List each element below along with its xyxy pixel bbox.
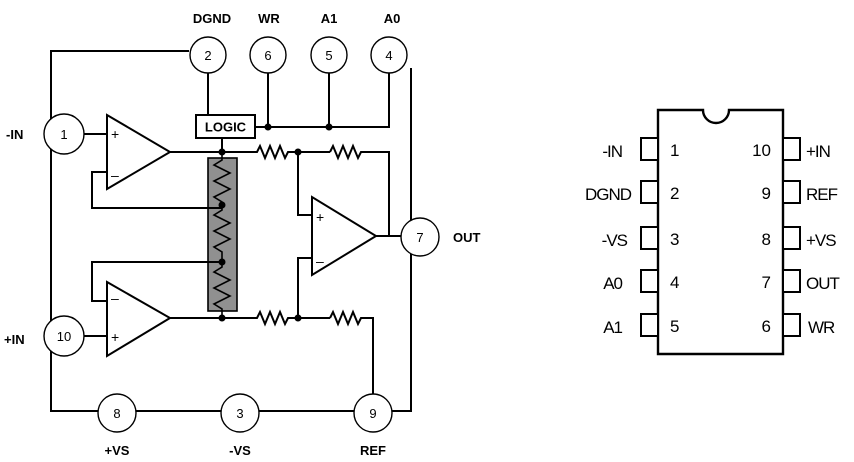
functional-block-diagram: LOGIC + –: [4, 11, 481, 458]
svg-text:3: 3: [236, 406, 243, 421]
resistor-bottom-2: [329, 309, 374, 394]
svg-text:OUT: OUT: [806, 274, 840, 293]
svg-text:4: 4: [670, 273, 679, 292]
svg-text:1: 1: [670, 141, 679, 160]
pin-2: 2 DGND: [189, 11, 231, 74]
junction-dot: [264, 123, 272, 131]
gain-resistor-ladder: [207, 148, 238, 322]
svg-text:A1: A1: [603, 318, 622, 337]
package-pin-4: 4 A0: [603, 269, 679, 293]
svg-text:9: 9: [369, 406, 376, 421]
svg-text:-IN: -IN: [6, 127, 23, 142]
svg-text:WR: WR: [258, 11, 280, 26]
package-pinout: 1 -IN 2 DGND 3 -VS 4 A0 5 A1 10 +IN: [585, 108, 841, 356]
svg-text:A0: A0: [384, 11, 401, 26]
package-pin-6: 6 WR: [762, 313, 836, 337]
logic-block: LOGIC: [195, 114, 256, 139]
junction-dot: [325, 123, 333, 131]
pin-7: 7 OUT: [400, 217, 481, 257]
resistor-top-1: [222, 143, 330, 161]
svg-text:+VS: +VS: [806, 231, 836, 250]
pin-4: 4 A0: [370, 11, 408, 74]
package-pin-7: 7 OUT: [762, 269, 841, 293]
svg-text:+VS: +VS: [105, 443, 130, 458]
svg-text:4: 4: [385, 48, 392, 63]
package-body: [656, 108, 785, 356]
svg-text:-IN: -IN: [602, 142, 622, 161]
svg-text:7: 7: [416, 230, 423, 245]
input-amp-bottom: – +: [106, 280, 172, 358]
pin-10: 10 +IN: [4, 315, 85, 357]
svg-text:2: 2: [670, 184, 679, 203]
svg-text:-VS: -VS: [229, 443, 251, 458]
pin-8: 8 +VS: [97, 393, 137, 458]
svg-text:9: 9: [762, 184, 771, 203]
pin-5: 5 A1: [310, 11, 348, 74]
svg-text:REF: REF: [806, 185, 838, 204]
svg-text:6: 6: [762, 317, 771, 336]
logic-label: LOGIC: [205, 120, 247, 135]
svg-text:+IN: +IN: [806, 142, 830, 161]
svg-text:+: +: [111, 329, 119, 345]
svg-text:5: 5: [670, 317, 679, 336]
svg-text:DGND: DGND: [585, 185, 632, 204]
logic-bus: [255, 73, 390, 128]
svg-text:–: –: [111, 167, 119, 183]
pin-6: 6 WR: [249, 11, 287, 74]
difference-amp: + –: [311, 195, 378, 277]
svg-text:1: 1: [60, 127, 67, 142]
svg-text:8: 8: [113, 406, 120, 421]
input-amp-top: + –: [106, 113, 172, 191]
svg-text:WR: WR: [808, 318, 835, 337]
svg-text:10: 10: [57, 329, 71, 344]
svg-text:-VS: -VS: [602, 231, 628, 250]
svg-text:5: 5: [325, 48, 332, 63]
svg-text:7: 7: [762, 273, 771, 292]
package-pin-9: 9 REF: [762, 180, 839, 204]
package-pin-8: 8 +VS: [762, 226, 837, 250]
chip-boundary: [50, 50, 412, 412]
pin-3: 3 -VS: [220, 393, 260, 458]
svg-text:2: 2: [204, 48, 211, 63]
svg-text:8: 8: [762, 230, 771, 249]
package-pin-5: 5 A1: [603, 313, 679, 337]
svg-text:6: 6: [264, 48, 271, 63]
svg-text:–: –: [111, 290, 119, 306]
package-pin-3: 3 -VS: [602, 226, 679, 250]
resistor-top-2: [329, 143, 390, 236]
svg-text:A1: A1: [321, 11, 338, 26]
package-pin-2: 2 DGND: [585, 180, 679, 204]
svg-text:+: +: [316, 209, 324, 225]
svg-text:OUT: OUT: [453, 230, 481, 245]
pin-9: 9 REF: [353, 393, 393, 458]
pin-1: 1 -IN: [6, 113, 85, 155]
svg-text:+: +: [111, 126, 119, 142]
package-pin-1: 1 -IN: [602, 137, 679, 161]
resistor-bottom-1: [222, 309, 330, 327]
package-pin-10: 10 +IN: [752, 137, 831, 161]
svg-text:–: –: [316, 253, 324, 269]
svg-text:A0: A0: [603, 274, 622, 293]
svg-text:10: 10: [752, 141, 771, 160]
svg-text:DGND: DGND: [193, 11, 231, 26]
svg-text:REF: REF: [360, 443, 386, 458]
svg-text:3: 3: [670, 230, 679, 249]
svg-text:+IN: +IN: [4, 332, 25, 347]
